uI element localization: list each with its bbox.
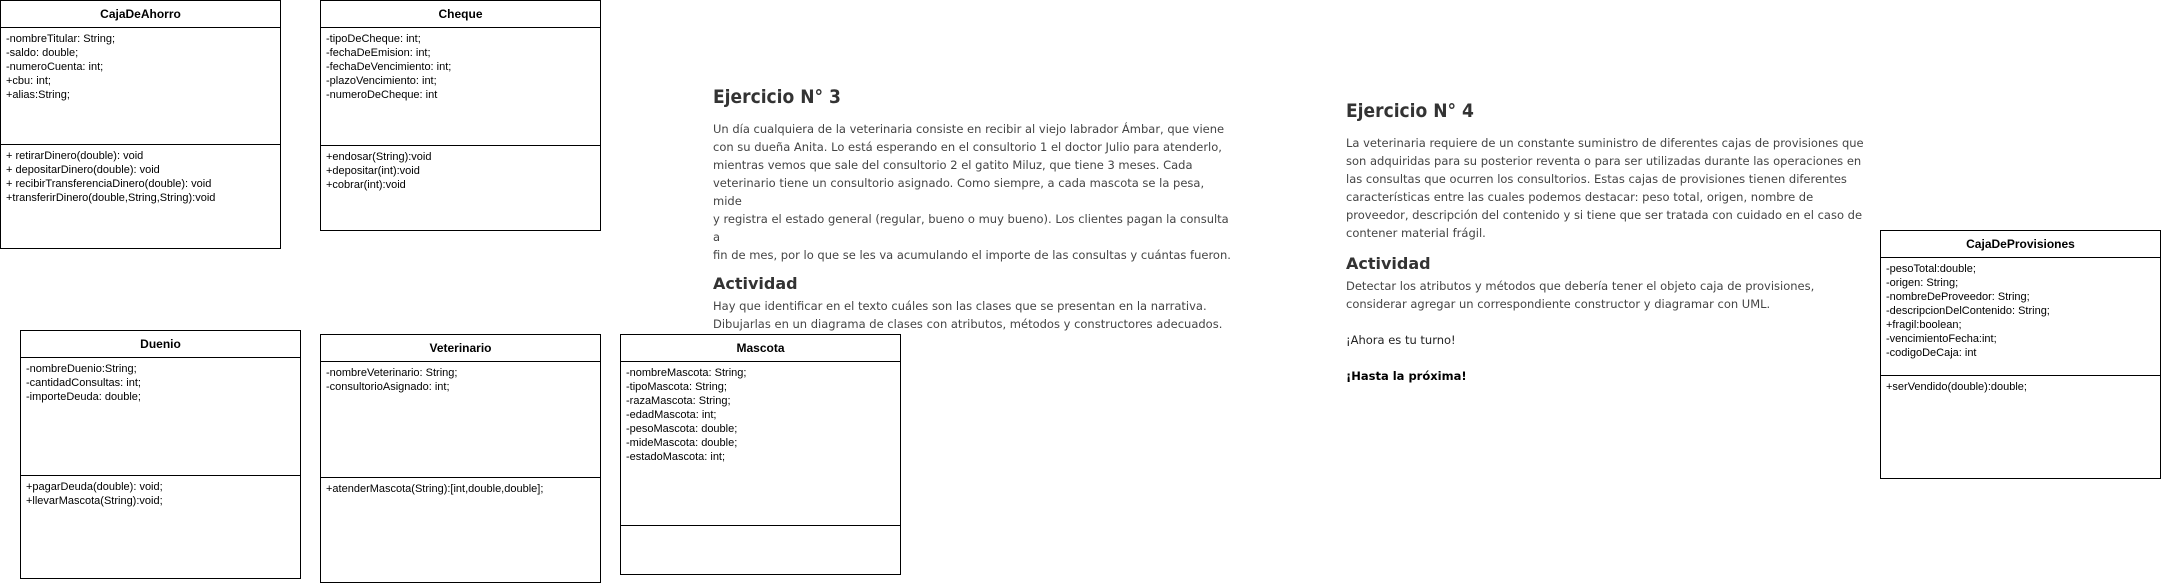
text-line: con su dueña Anita. Lo está esperando en… bbox=[713, 140, 1222, 154]
methods-section: +serVendido(double):double; bbox=[1881, 375, 2160, 478]
attribute-entry: -pesoTotal:double; bbox=[1886, 263, 1976, 275]
attribute-entry: -numeroCuenta: int; bbox=[6, 61, 104, 73]
class-caja-de-ahorro[interactable]: CajaDeAhorro -nombreTitular: String; -sal… bbox=[0, 0, 281, 249]
attributes-section: -tipoDeCheque: int; -fechaDeEmision: int;… bbox=[321, 28, 600, 145]
method-entry: +atenderMascota(String):[int,double,doub… bbox=[326, 483, 544, 495]
method-entry: + recibirTransferenciaDinero(double): vo… bbox=[6, 178, 212, 190]
attributes-section: -nombreDuenio:String; -cantidadConsultas:… bbox=[21, 358, 300, 475]
text-line: Un día cualquiera de la veterinaria cons… bbox=[713, 122, 1225, 136]
attribute-entry: -descripcionDelContenido: String; bbox=[1886, 305, 2050, 317]
text-line: proveedor, descripción del contenido y s… bbox=[1346, 208, 1863, 222]
ejercicio3-activity-text: Hay que identificar en el texto cuáles s… bbox=[713, 297, 1233, 333]
attribute-entry: -nombreDuenio:String; bbox=[26, 363, 137, 375]
attribute-entry: -importeDeuda: double; bbox=[26, 391, 141, 403]
ejercicio3-paragraph: Un día cualquiera de la veterinaria cons… bbox=[713, 120, 1233, 264]
text-line: Detectar los atributos y métodos que deb… bbox=[1346, 279, 1815, 293]
text-line: características entre las cuales podemos… bbox=[1346, 190, 1814, 204]
text-line: Dibujarlas en un diagrama de clases con … bbox=[713, 317, 1223, 331]
text-line: contener material frágil. bbox=[1346, 226, 1486, 240]
attribute-entry: +alias:String; bbox=[6, 89, 70, 101]
class-name: Duenio bbox=[21, 331, 300, 358]
class-name: CajaDeProvisiones bbox=[1881, 231, 2160, 258]
attributes-section: -pesoTotal:double; -origen: String; -nombr… bbox=[1881, 258, 2160, 375]
text-line: La veterinaria requiere de un constante … bbox=[1346, 136, 1864, 150]
ejercicio4-activity-title: Actividad bbox=[1346, 254, 1431, 273]
attributes-section: -nombreVeterinario: String; -consultorioA… bbox=[321, 362, 600, 477]
text-line: veterinario tiene un consultorio asignad… bbox=[713, 176, 1205, 208]
attribute-entry: -consultorioAsignado: int; bbox=[326, 381, 450, 393]
class-name: CajaDeAhorro bbox=[1, 1, 280, 28]
method-entry: +serVendido(double):double; bbox=[1886, 381, 2027, 393]
attribute-entry: -pesoMascota: double; bbox=[626, 423, 738, 435]
method-entry: +transferirDinero(double,String,String):… bbox=[6, 192, 216, 204]
attribute-entry: -fechaDeVencimiento: int; bbox=[326, 61, 452, 73]
text-line: considerar agregar un correspondiente co… bbox=[1346, 297, 1771, 311]
attribute-entry: -razaMascota: String; bbox=[626, 395, 731, 407]
attribute-entry: +fragil:boolean; bbox=[1886, 319, 1962, 331]
class-veterinario[interactable]: Veterinario -nombreVeterinario: String;-… bbox=[320, 334, 601, 583]
attribute-entry: -numeroDeCheque: int bbox=[326, 89, 438, 101]
text-line: las consultas que ocurren los consultori… bbox=[1346, 172, 1847, 186]
attribute-entry: -saldo: double; bbox=[6, 47, 79, 59]
attribute-entry: -tipoDeCheque: int; bbox=[326, 33, 421, 45]
ejercicio4-activity-text: Detectar los atributos y métodos que deb… bbox=[1346, 277, 1866, 313]
class-name: Cheque bbox=[321, 1, 600, 28]
ejercicio4-paragraph: La veterinaria requiere de un constante … bbox=[1346, 134, 1866, 242]
attribute-entry: -tipoMascota: String; bbox=[626, 381, 727, 393]
attributes-section: -nombreTitular: String; -saldo: double; -n… bbox=[1, 28, 280, 144]
methods-section: +atenderMascota(String):[int,double,doub… bbox=[321, 477, 600, 582]
attribute-entry: -cantidadConsultas: int; bbox=[26, 377, 141, 389]
method-entry: +endosar(String):void bbox=[326, 151, 432, 163]
attribute-entry: -edadMascota: int; bbox=[626, 409, 717, 421]
class-duenio[interactable]: Duenio -nombreDuenio:String; -cantidadCon… bbox=[20, 330, 301, 579]
farewell-text: ¡Hasta la próxima! bbox=[1346, 369, 1467, 383]
text-line: y registra el estado general (regular, b… bbox=[713, 212, 1229, 244]
attribute-entry: -nombreVeterinario: String; bbox=[326, 367, 458, 379]
attribute-entry: -estadoMascota: int; bbox=[626, 451, 726, 463]
class-name: Mascota bbox=[621, 335, 900, 362]
attribute-entry: -codigoDeCaja: int bbox=[1886, 347, 1977, 359]
method-entry: +llevarMascota(String):void; bbox=[26, 495, 163, 507]
method-entry: + depositarDinero(double): void bbox=[6, 164, 160, 176]
turn-text: ¡Ahora es tu turno! bbox=[1346, 333, 1456, 347]
attributes-section: -nombreMascota: String; -tipoMascota: Str… bbox=[621, 362, 900, 525]
method-entry: +pagarDeuda(double): void; bbox=[26, 481, 163, 493]
text-line: son adquiridas para su posterior reventa… bbox=[1346, 154, 1862, 168]
class-caja-de-provisiones[interactable]: CajaDeProvisiones -pesoTotal:double; -ori… bbox=[1880, 230, 2161, 479]
text-line: fin de mes, por lo que se les va acumula… bbox=[713, 248, 1231, 262]
attribute-entry: -origen: String; bbox=[1886, 277, 1959, 289]
attribute-entry: -fechaDeEmision: int; bbox=[326, 47, 431, 59]
text-line: mientras vemos que sale del consultorio … bbox=[713, 158, 1193, 172]
ejercicio3-title: Ejercicio N° 3 bbox=[713, 86, 841, 108]
attribute-entry: -nombreTitular: String; bbox=[6, 33, 116, 45]
methods-section: + retirarDinero(double): void + depositar… bbox=[1, 144, 280, 248]
methods-section bbox=[621, 525, 900, 574]
ejercicio3-activity-title: Actividad bbox=[713, 274, 798, 293]
attribute-entry: -plazoVencimiento: int; bbox=[326, 75, 437, 87]
class-mascota[interactable]: Mascota -nombreMascota: String; -tipoMasc… bbox=[620, 334, 901, 575]
class-cheque[interactable]: Cheque -tipoDeCheque: int; -fechaDeEmisio… bbox=[320, 0, 601, 231]
ejercicio4-block: Ejercicio N° 4 La veterinaria requiere d… bbox=[1346, 100, 1866, 385]
attribute-entry: -nombreMascota: String; bbox=[626, 367, 747, 379]
method-entry: + retirarDinero(double): void bbox=[6, 150, 144, 162]
attribute-entry: -nombreDeProveedor: String; bbox=[1886, 291, 2030, 303]
attribute-entry: +cbu: int; bbox=[6, 75, 51, 87]
attribute-entry: -mideMascota: double; bbox=[626, 437, 738, 449]
attribute-entry: -vencimientoFecha:int; bbox=[1886, 333, 1997, 345]
text-line: Hay que identificar en el texto cuáles s… bbox=[713, 299, 1207, 313]
methods-section: +pagarDeuda(double): void; +llevarMascota… bbox=[21, 475, 300, 578]
ejercicio3-block: Ejercicio N° 3 Un día cualquiera de la v… bbox=[713, 86, 1233, 333]
class-name: Veterinario bbox=[321, 335, 600, 362]
method-entry: +depositar(int):void bbox=[326, 165, 420, 177]
ejercicio4-title: Ejercicio N° 4 bbox=[1346, 100, 1474, 122]
method-entry: +cobrar(int):void bbox=[326, 179, 406, 191]
methods-section: +endosar(String):void +depositar(int):voi… bbox=[321, 145, 600, 230]
